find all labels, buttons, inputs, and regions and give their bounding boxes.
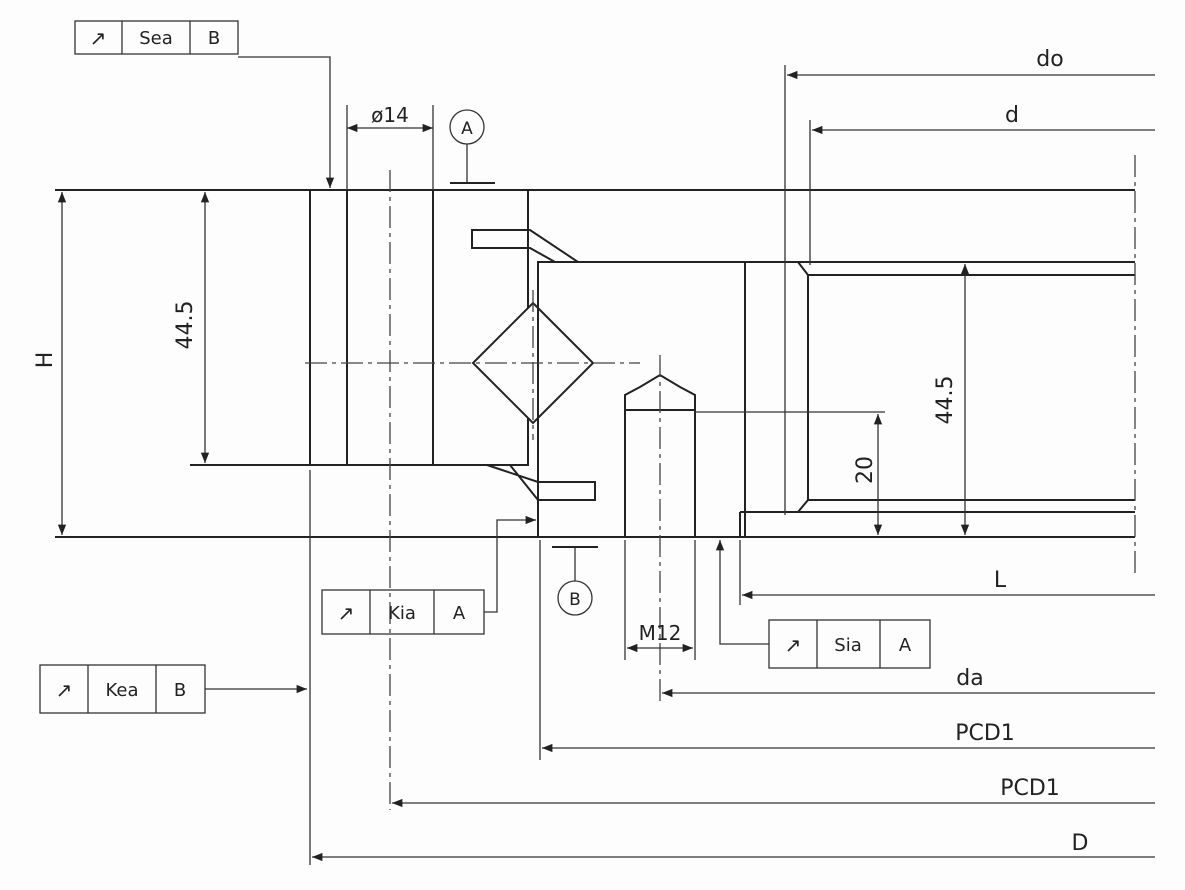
runout-icon: ↗	[338, 601, 355, 625]
extension-lines	[309, 105, 741, 865]
runout-icon: ↗	[90, 26, 107, 50]
seal-bottom	[486, 464, 596, 501]
dim-pcd-inner: PCD1	[955, 721, 1015, 746]
datum-b: B	[552, 546, 598, 616]
svg-text:Sia: Sia	[834, 635, 861, 656]
callout-sea: ↗ Sea B	[74, 20, 335, 188]
dim-thread: M12	[639, 621, 682, 645]
dim-height-outer: 44.5	[173, 301, 198, 350]
datum-a: A	[449, 109, 495, 184]
dim-D: D	[1072, 831, 1089, 856]
svg-text:A: A	[453, 603, 466, 624]
center-lines	[305, 65, 811, 810]
runout-icon: ↗	[56, 678, 73, 702]
dim-hole-dia: ø14	[371, 103, 409, 127]
dim-d: d	[1005, 103, 1019, 128]
svg-text:B: B	[174, 680, 186, 701]
dim-L: L	[994, 568, 1007, 593]
svg-text:Kea: Kea	[105, 680, 138, 701]
svg-text:B: B	[208, 28, 220, 49]
seals	[471, 229, 596, 501]
dim-da: da	[956, 666, 983, 691]
dim-height-inner: 44.5	[933, 376, 958, 425]
dim-pcd-outer: PCD1	[1000, 776, 1060, 801]
dim-do: do	[1036, 47, 1063, 72]
svg-text:Kia: Kia	[388, 603, 416, 624]
threaded-hole	[624, 373, 696, 538]
dimensions: H 44.5 44.5 20 ø14 M12 do d L da PCD1 PC…	[33, 47, 1155, 862]
runout-icon: ↗	[785, 633, 802, 657]
callout-sia: ↗ Sia A	[715, 540, 931, 669]
callout-kia: ↗ Kia A	[321, 515, 536, 635]
outline	[55, 155, 1136, 575]
svg-text:A: A	[899, 635, 912, 656]
callout-kea: ↗ Kea B	[39, 664, 307, 714]
svg-text:A: A	[461, 119, 473, 139]
seal-top	[471, 229, 582, 263]
roller	[471, 301, 595, 425]
outer-ring	[309, 189, 593, 466]
dim-H: H	[33, 352, 58, 369]
svg-text:Sea: Sea	[139, 28, 173, 49]
svg-text:B: B	[569, 590, 581, 610]
dim-thread-depth: 20	[853, 456, 878, 484]
